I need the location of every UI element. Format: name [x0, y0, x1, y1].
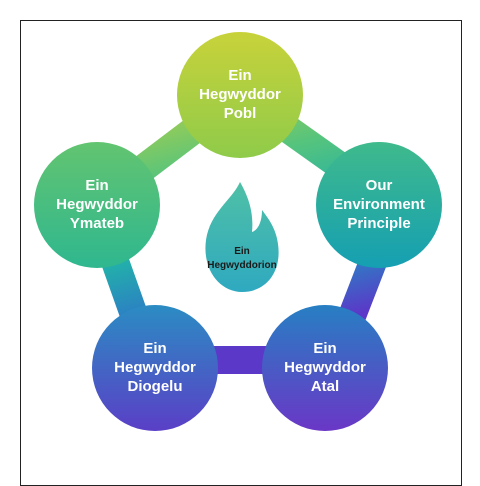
node-bottom-right-line-1: Ein: [313, 340, 336, 357]
flame-icon: [205, 182, 279, 292]
node-bottom-right: Ein Hegwyddor Atal: [262, 305, 388, 431]
node-left: Ein Hegwyddor Ymateb: [34, 142, 160, 268]
node-bottom-right-line-3: Atal: [311, 378, 339, 395]
node-top-line-2: Hegwyddor: [199, 86, 281, 103]
node-right-line-2: Environment: [333, 196, 425, 213]
node-left-line-2: Hegwyddor: [56, 196, 138, 213]
node-left-line-1: Ein: [85, 177, 108, 194]
center-flame: Ein Hegwyddorion: [205, 182, 279, 292]
node-top-line-1: Ein: [228, 67, 251, 84]
node-left-line-3: Ymateb: [70, 215, 124, 232]
node-right-line-1: Our: [366, 177, 393, 194]
node-right-line-3: Principle: [347, 215, 410, 232]
node-right: Our Environment Principle: [316, 142, 442, 268]
node-bottom-left: Ein Hegwyddor Diogelu: [92, 305, 218, 431]
node-bottom-left-line-1: Ein: [143, 340, 166, 357]
node-bottom-right-line-2: Hegwyddor: [284, 359, 366, 376]
center-label-line-2: Hegwyddorion: [207, 260, 276, 271]
node-bottom-left-line-3: Diogelu: [128, 378, 183, 395]
center-label-line-1: Ein: [234, 246, 250, 257]
node-top-line-3: Pobl: [224, 105, 257, 122]
node-top: Ein Hegwyddor Pobl: [177, 32, 303, 158]
node-bottom-left-line-2: Hegwyddor: [114, 359, 196, 376]
